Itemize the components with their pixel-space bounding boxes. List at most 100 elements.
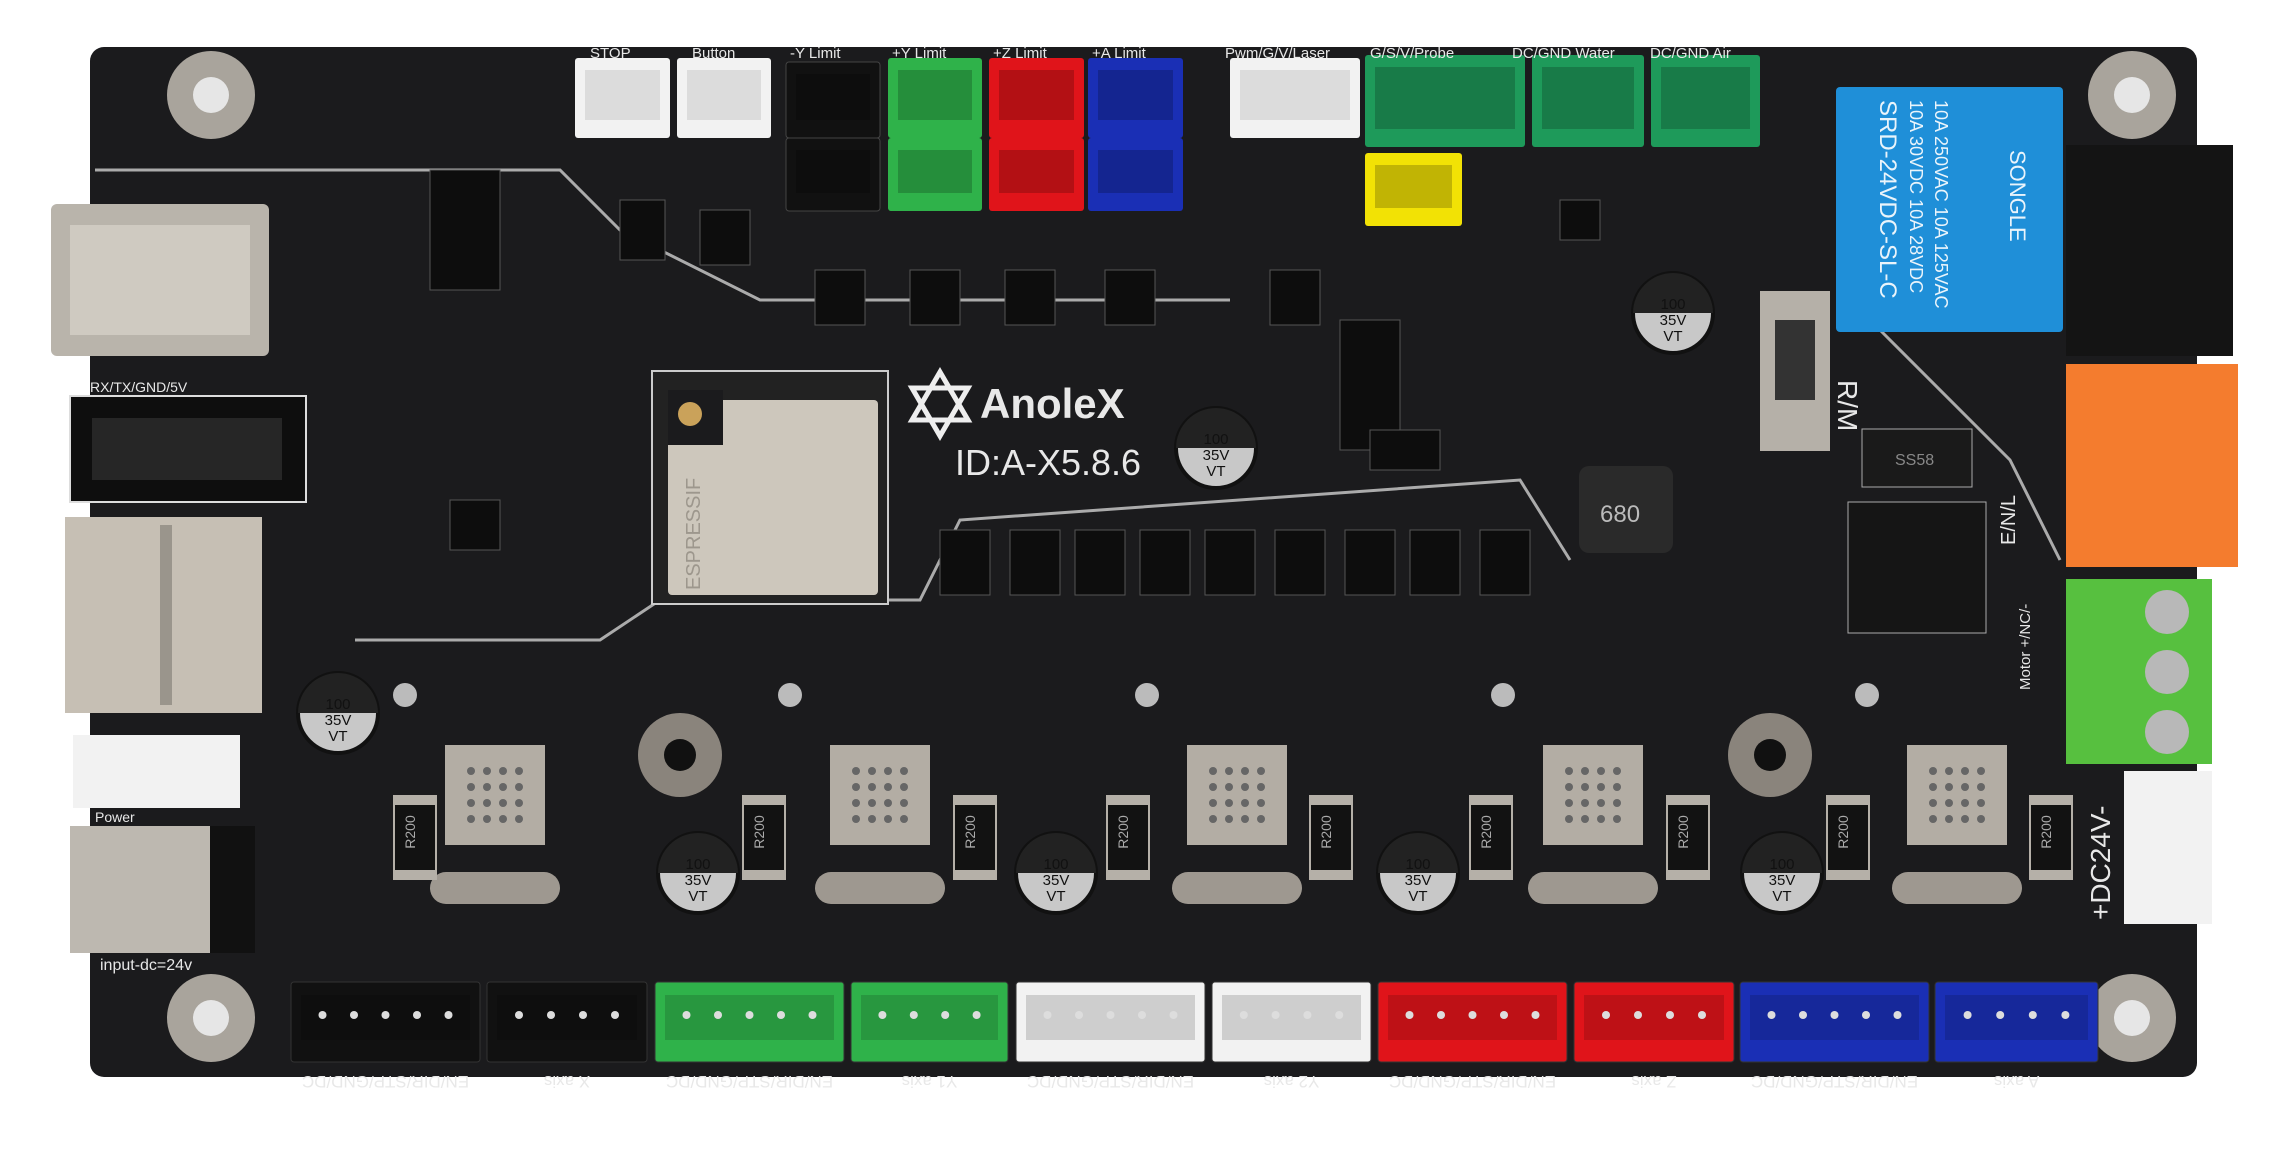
label-y2-pinout: EN/DIR/STP/GND/DC bbox=[1027, 1072, 1194, 1091]
capacitor-voltage: 35V bbox=[325, 712, 352, 729]
label-z-limit: +Z Limit bbox=[993, 45, 1048, 62]
label-x-axis: X axis bbox=[544, 1072, 590, 1091]
sd-card-slot bbox=[65, 517, 262, 713]
resistor-label: R200 bbox=[1835, 815, 1851, 849]
stepper-driver bbox=[1135, 683, 1302, 904]
ic-chip bbox=[1479, 529, 1531, 596]
relay-line-3: SRD-24VDC-SL-C bbox=[1874, 100, 1901, 299]
capacitor-series: VT bbox=[1206, 463, 1225, 480]
ic-chip bbox=[429, 169, 501, 291]
label-a-axis: A axis bbox=[1994, 1072, 2039, 1091]
ic-chip bbox=[1274, 529, 1326, 596]
capacitor-value: 100 bbox=[1405, 856, 1430, 873]
stepper-driver bbox=[778, 683, 945, 904]
shunt-resistor: R200 bbox=[1666, 795, 1710, 880]
button-connector bbox=[677, 58, 771, 138]
diode-label: SS58 bbox=[1895, 452, 1934, 469]
ic-chip bbox=[449, 499, 501, 551]
inductor: 680 bbox=[1579, 466, 1673, 553]
ic-chips bbox=[429, 169, 1601, 596]
ic-chip bbox=[1344, 529, 1396, 596]
usb-b-port bbox=[51, 204, 269, 356]
diode-ss58: SS58 bbox=[1861, 428, 1973, 488]
ic-chip bbox=[1139, 529, 1191, 596]
y1-axis-motor-connector bbox=[850, 981, 1009, 1063]
shunt-resistor: R200 bbox=[1106, 795, 1150, 880]
capacitor-value: 100 bbox=[1203, 431, 1228, 448]
anolex-logo: AnoleX bbox=[907, 367, 1125, 441]
relay-output-terminal-black bbox=[2066, 145, 2233, 356]
module-brand: ESPRESSIF bbox=[683, 478, 705, 590]
stepper-driver bbox=[393, 683, 560, 904]
y-plus-limit-connector bbox=[888, 58, 982, 138]
label-y2-axis: Y2 axis bbox=[1264, 1072, 1320, 1091]
label-air: DC/GND Air bbox=[1650, 45, 1731, 62]
capacitor-voltage: 35V bbox=[1043, 872, 1070, 889]
capacitor-series: VT bbox=[1772, 888, 1791, 905]
capacitor-voltage: 35V bbox=[1203, 447, 1230, 464]
probe-terminal bbox=[1365, 55, 1525, 147]
resistor-label: R200 bbox=[1675, 815, 1691, 849]
ic-chip bbox=[1339, 319, 1401, 451]
label-motor: Motor +/NC/- bbox=[2017, 604, 2034, 690]
a-axis-motor-connector bbox=[1739, 981, 1930, 1063]
capacitor-series: VT bbox=[1663, 328, 1682, 345]
label-switch: R/M bbox=[1832, 380, 1863, 431]
shunt-resistor: R200 bbox=[1469, 795, 1513, 880]
y-minus-limit-connector-2 bbox=[785, 137, 881, 212]
uart-idc-header bbox=[69, 395, 307, 503]
motor-screw-terminal bbox=[2066, 579, 2212, 764]
label-e-n-l: E/N/L bbox=[1998, 495, 2020, 545]
shunt-resistor: R200 bbox=[953, 795, 997, 880]
capacitor-voltage: 35V bbox=[1769, 872, 1796, 889]
relay-brand: SONGLE bbox=[2005, 150, 2030, 242]
resistor-label: R200 bbox=[1115, 815, 1131, 849]
label-water: DC/GND Water bbox=[1512, 45, 1615, 62]
label-button: Button bbox=[692, 45, 735, 62]
stepper-driver bbox=[1855, 683, 2022, 904]
resistor-label: R200 bbox=[1478, 815, 1494, 849]
label-x-pinout: EN/DIR/STP/GND/DC bbox=[302, 1072, 469, 1091]
relay-output-terminal-orange bbox=[2066, 364, 2238, 567]
capacitor-series: VT bbox=[328, 728, 347, 745]
air-terminal bbox=[1651, 55, 1760, 147]
dc24v-connector bbox=[2124, 771, 2212, 924]
label-dc24v: +DC24V- bbox=[2085, 806, 2116, 920]
yellow-connector bbox=[1365, 153, 1462, 226]
capacitor-value: 100 bbox=[325, 696, 350, 713]
label-y-plus-limit: +Y Limit bbox=[892, 45, 947, 62]
x-axis-motor-connector bbox=[486, 981, 648, 1063]
label-z-pinout: EN/DIR/STP/GND/DC bbox=[1389, 1072, 1556, 1091]
shunt-resistor: R200 bbox=[393, 795, 437, 880]
water-terminal bbox=[1532, 55, 1644, 147]
capacitor-value: 100 bbox=[1769, 856, 1794, 873]
stepper-driver bbox=[1491, 683, 1658, 904]
ic-chip bbox=[1204, 529, 1256, 596]
resistor-label: R200 bbox=[402, 815, 418, 849]
ic-chip bbox=[619, 199, 666, 261]
capacitor-series: VT bbox=[688, 888, 707, 905]
shunt-resistor: R200 bbox=[2029, 795, 2073, 880]
z-axis-motor-connector bbox=[1377, 981, 1568, 1063]
ic-chip bbox=[1559, 199, 1601, 241]
label-pwm-laser: Pwm/G/V/Laser bbox=[1225, 45, 1330, 62]
ic-chip bbox=[909, 269, 961, 326]
dc-input-jack bbox=[70, 826, 255, 953]
z-limit-connector-2 bbox=[989, 138, 1084, 211]
label-stop: STOP bbox=[590, 45, 631, 62]
ic-chip bbox=[1269, 269, 1321, 326]
a-limit-connector-2 bbox=[1088, 138, 1183, 211]
top-labels: STOP Button -Y Limit +Y Limit +Z Limit +… bbox=[590, 45, 1731, 62]
resistor-label: R200 bbox=[962, 815, 978, 849]
r-m-slide-switch[interactable] bbox=[1760, 291, 1830, 451]
y2-axis-motor-connector bbox=[1211, 981, 1372, 1063]
label-uart: RX/TX/GND/5V bbox=[90, 379, 188, 395]
y-minus-limit-connector bbox=[785, 61, 881, 139]
x-axis-motor-connector bbox=[290, 981, 481, 1063]
label-y1-pinout: EN/DIR/STP/GND/DC bbox=[666, 1072, 833, 1091]
a-axis-motor-connector bbox=[1934, 981, 2099, 1063]
ic-chip bbox=[699, 209, 751, 266]
